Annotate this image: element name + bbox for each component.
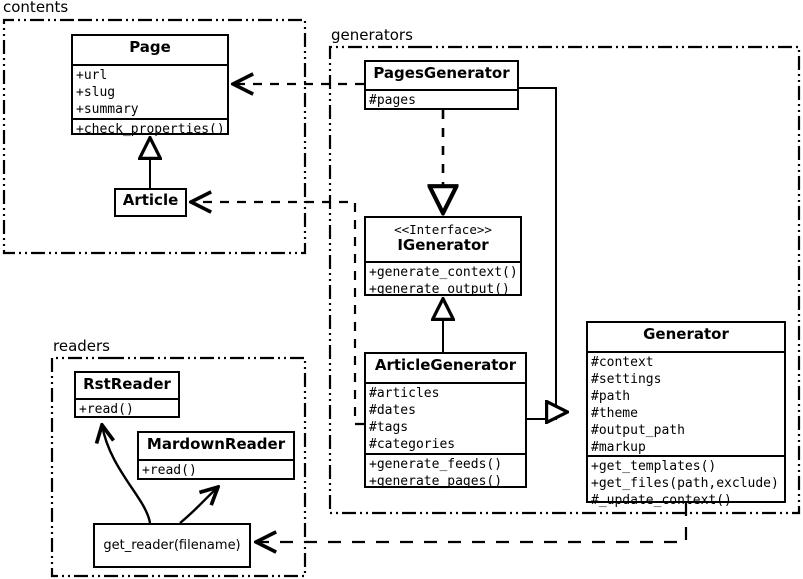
- operation-get-templates: +get_templates(): [591, 459, 717, 474]
- attribute-path: #path: [591, 389, 631, 405]
- class-name-article: Article: [122, 191, 179, 209]
- operation-generate-feeds: +generate_feeds(): [369, 457, 503, 472]
- operation-generate-output: +generate_output(): [369, 282, 510, 298]
- attribute-slug: +slug: [76, 85, 116, 101]
- attribute-tags: #tags: [369, 420, 409, 436]
- class-name-rst-reader: RstReader: [83, 375, 171, 393]
- class-attributes-page: +url +slug +summary: [73, 64, 227, 118]
- class-name-article-generator: ArticleGenerator: [374, 356, 517, 374]
- class-attributes-pages-generator: #pages: [366, 89, 517, 111]
- attribute-articles: #articles: [369, 386, 440, 401]
- attribute-url: +url: [76, 68, 108, 83]
- attribute-pages: #pages: [369, 93, 416, 108]
- operation-get-files: +get_files(path,exclude): [591, 476, 779, 492]
- class-name-igenerator: <<Interface>> IGenerator: [366, 218, 520, 261]
- attribute-dates: #dates: [369, 403, 416, 419]
- relation-articlegenerator-uses-article: [191, 202, 364, 426]
- relation-articlegenerator-to-generator: [527, 412, 568, 419]
- class-name-mardown-reader: MardownReader: [146, 435, 286, 453]
- class-box-page[interactable]: Page +url +slug +summary +check_properti…: [71, 34, 229, 137]
- class-box-rst-reader[interactable]: RstReader +read(): [74, 371, 180, 418]
- class-operations-rst-reader: +read(): [76, 398, 178, 420]
- class-operations-mardown-reader: +read(): [139, 459, 293, 481]
- operation-check-properties: +check_properties(): [76, 122, 225, 137]
- package-label-generators: generators: [331, 26, 413, 44]
- attribute-context: #context: [591, 355, 654, 370]
- attribute-settings: #settings: [591, 372, 662, 388]
- attribute-summary: +summary: [76, 102, 139, 118]
- operation-update-context: #_update_context(): [591, 493, 732, 509]
- class-box-article[interactable]: Article: [114, 188, 187, 217]
- class-name-page: Page: [129, 38, 171, 56]
- class-box-igenerator[interactable]: <<Interface>> IGenerator +generate_conte…: [364, 216, 522, 297]
- class-stereotype-igenerator: <<Interface>>: [394, 222, 492, 237]
- function-box-get-reader[interactable]: get_reader(filename): [93, 523, 251, 568]
- class-box-generator[interactable]: Generator #context #settings #path #them…: [586, 321, 786, 508]
- relation-get-reader-returns-mardownreader: [179, 487, 218, 524]
- attribute-markup: #markup: [591, 440, 646, 456]
- class-name-label-igenerator: IGenerator: [397, 236, 489, 254]
- class-operations-igenerator: +generate_context() +generate_output(): [366, 261, 520, 300]
- operation-generate-context: +generate_context(): [369, 265, 518, 280]
- class-name-pages-generator: PagesGenerator: [373, 64, 510, 82]
- package-label-readers: readers: [53, 337, 110, 355]
- function-label-get-reader: get_reader(filename): [103, 538, 241, 553]
- operation-generate-pages: +generate_pages(): [369, 474, 503, 490]
- class-box-mardown-reader[interactable]: MardownReader +read(): [137, 431, 295, 480]
- attribute-theme: #theme: [591, 406, 638, 422]
- class-operations-page: +check_properties(): [73, 118, 227, 140]
- class-box-article-generator[interactable]: ArticleGenerator #articles #dates #tags …: [364, 352, 527, 489]
- attribute-categories: #categories: [369, 437, 456, 453]
- class-attributes-generator: #context #settings #path #theme #output_…: [588, 351, 784, 455]
- class-box-pages-generator[interactable]: PagesGenerator #pages: [364, 60, 519, 110]
- operation-read-rst: +read(): [79, 402, 134, 417]
- operation-read-markdown: +read(): [142, 463, 197, 478]
- class-operations-generator: +get_templates() +get_files(path,exclude…: [588, 455, 784, 511]
- class-name-generator: Generator: [643, 325, 729, 343]
- attribute-output-path: #output_path: [591, 423, 685, 439]
- class-operations-article-generator: +generate_feeds() +generate_pages(): [366, 453, 525, 492]
- class-attributes-article-generator: #articles #dates #tags #categories: [366, 382, 525, 453]
- package-label-contents: contents: [3, 0, 69, 16]
